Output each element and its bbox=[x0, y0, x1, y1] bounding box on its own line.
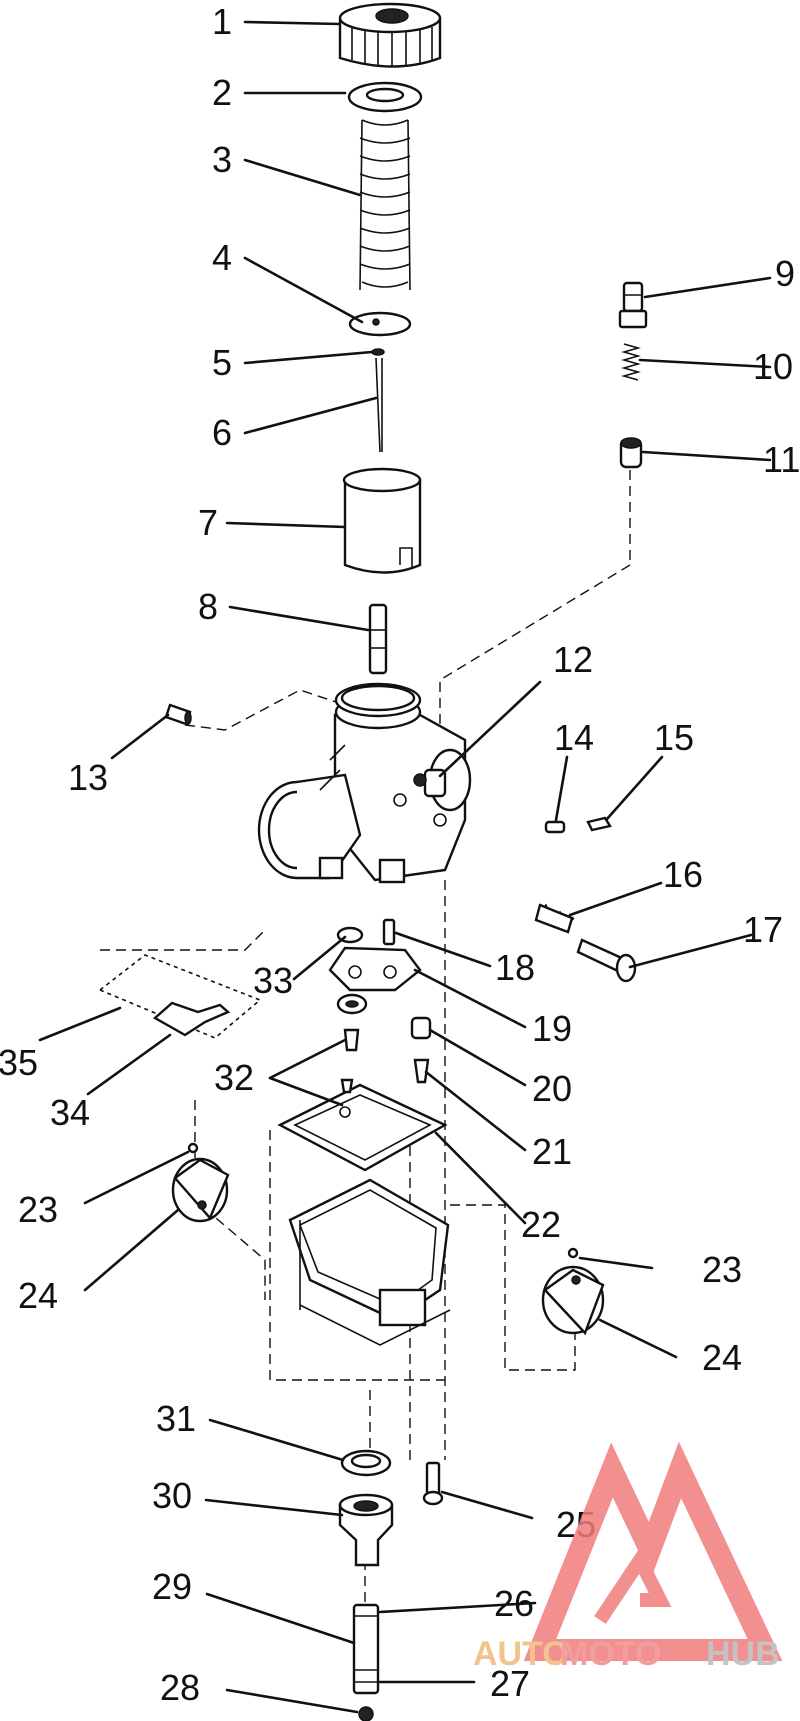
part-pilot-jet bbox=[382, 918, 396, 946]
callout-9: 9 bbox=[775, 253, 795, 294]
callout-33: 33 bbox=[253, 960, 293, 1001]
part-small-washer bbox=[336, 926, 368, 1015]
callout-5: 5 bbox=[212, 342, 232, 383]
callout-21: 21 bbox=[532, 1131, 572, 1172]
callout-30: 30 bbox=[152, 1475, 192, 1516]
callout-23-right: 23 bbox=[702, 1249, 742, 1290]
part-bolt-right bbox=[567, 1247, 579, 1259]
callout-13: 13 bbox=[68, 757, 108, 798]
part-washer bbox=[347, 81, 423, 113]
part-plunger bbox=[619, 437, 643, 469]
part-stop-screw bbox=[576, 938, 637, 983]
callout-24-right: 24 bbox=[702, 1337, 742, 1378]
part-bolt-left bbox=[187, 1142, 199, 1154]
part-pilot-spring bbox=[544, 820, 566, 834]
part-float-arm bbox=[328, 946, 422, 992]
callout-31: 31 bbox=[156, 1398, 196, 1439]
watermark-moto: MOTO bbox=[560, 1635, 661, 1673]
part-fuel-fitting bbox=[618, 281, 648, 329]
callout-3: 3 bbox=[212, 139, 232, 180]
callout-23-left: 23 bbox=[18, 1189, 58, 1230]
part-needle-seat bbox=[410, 1016, 432, 1040]
part-cap bbox=[338, 2, 442, 68]
part-carburetor-body bbox=[257, 682, 472, 884]
callout-1: 1 bbox=[212, 1, 232, 42]
callout-34: 34 bbox=[50, 1092, 90, 1133]
callout-4: 4 bbox=[212, 237, 232, 278]
part-needle-jet bbox=[368, 603, 388, 675]
callout-15: 15 bbox=[654, 717, 694, 758]
part-drain-screw bbox=[422, 1461, 444, 1506]
callout-20: 20 bbox=[532, 1068, 572, 1109]
part-jet-needle bbox=[375, 357, 383, 453]
callout-16: 16 bbox=[663, 854, 703, 895]
callout-22: 22 bbox=[521, 1204, 561, 1245]
part-pilot-screw bbox=[586, 816, 612, 832]
part-o-ring bbox=[340, 1449, 392, 1477]
callout-26: 26 bbox=[494, 1583, 534, 1624]
part-main-jet-tube bbox=[352, 1603, 380, 1695]
callout-24-left: 24 bbox=[18, 1275, 58, 1316]
automotohub-watermark: AUTO MOTO HUB bbox=[473, 1441, 783, 1673]
watermark-hub: HUB bbox=[706, 1635, 780, 1673]
leader-lines bbox=[38, 20, 772, 1714]
part-small-spring bbox=[621, 343, 641, 381]
callout-10: 10 bbox=[753, 346, 793, 387]
part-idle-plug bbox=[164, 703, 192, 726]
part-float-bowl bbox=[288, 1178, 451, 1346]
part-e-clip bbox=[371, 348, 385, 356]
callout-18: 18 bbox=[495, 947, 535, 988]
part-main-jet bbox=[358, 1706, 374, 1721]
part-bowl-gasket bbox=[277, 1083, 448, 1172]
callout-7: 7 bbox=[198, 502, 218, 543]
callout-2: 2 bbox=[212, 72, 232, 113]
part-float-pins bbox=[339, 1028, 360, 1118]
part-needle-valve bbox=[413, 1058, 430, 1084]
part-jet-holder bbox=[338, 1493, 394, 1567]
callout-28: 28 bbox=[160, 1667, 200, 1708]
part-float-right bbox=[541, 1265, 605, 1336]
callout-29: 29 bbox=[152, 1566, 192, 1607]
callout-12: 12 bbox=[553, 639, 593, 680]
part-clip-plate bbox=[348, 311, 412, 337]
part-spring bbox=[359, 119, 411, 291]
part-throttle-valve bbox=[342, 467, 422, 574]
callout-6: 6 bbox=[212, 412, 232, 453]
part-stop-spring bbox=[534, 903, 575, 934]
callout-17: 17 bbox=[743, 909, 783, 950]
callout-32: 32 bbox=[214, 1057, 254, 1098]
callout-11: 11 bbox=[763, 439, 800, 480]
callout-14: 14 bbox=[554, 717, 594, 758]
watermark-auto: AUTO bbox=[473, 1635, 569, 1673]
automotohub-logo-icon bbox=[523, 1441, 783, 1661]
callout-8: 8 bbox=[198, 586, 218, 627]
callout-35: 35 bbox=[0, 1042, 38, 1083]
callout-27: 27 bbox=[490, 1663, 530, 1704]
part-float-left bbox=[171, 1157, 230, 1223]
part-throttle-plate bbox=[98, 954, 262, 1039]
callout-19: 19 bbox=[532, 1008, 572, 1049]
